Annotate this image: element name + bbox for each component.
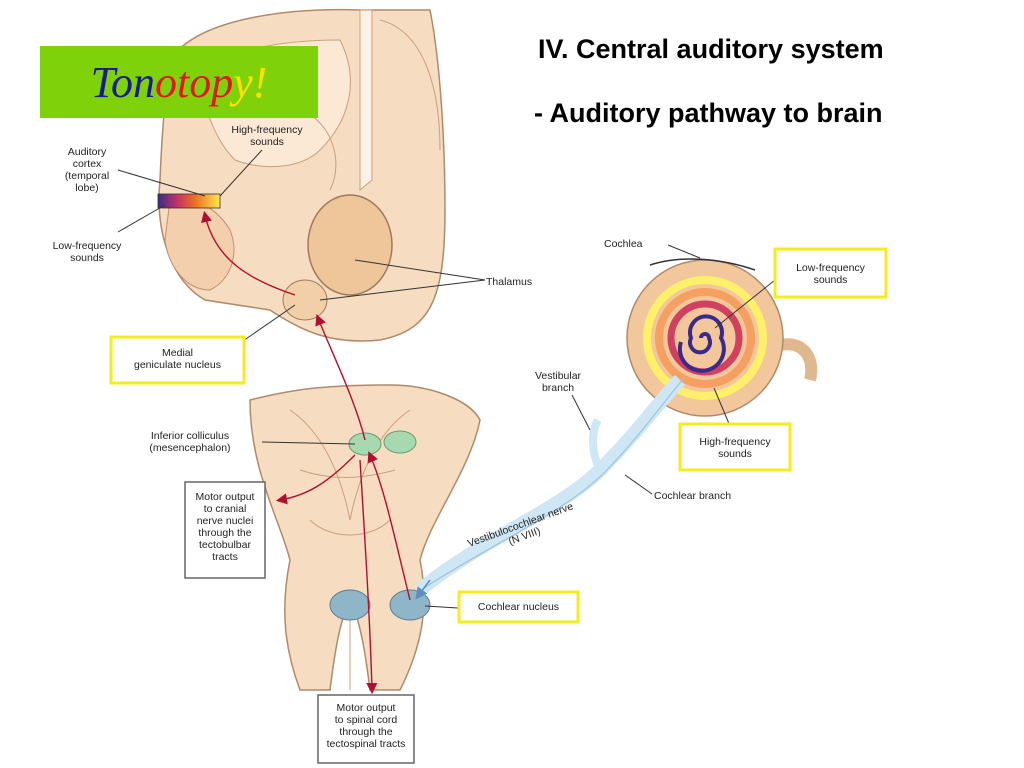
label-motor-cranial: Motor output to cranial nerve nuclei thr… [195, 491, 255, 563]
tono-part: o [155, 57, 177, 107]
box-high-freq-cochlea [678, 422, 792, 472]
cortex-tonotopic-band [157, 193, 221, 209]
box-motor-spinal [317, 694, 415, 764]
leader-lines [117, 149, 776, 609]
label-high-freq-cochlea: High-frequency sounds [699, 436, 771, 460]
label-medial-geniculate: Medial geniculate nucleus [134, 347, 221, 371]
tonotopy-banner: Tonotopy! [40, 46, 318, 118]
box-cochlear-nucleus [457, 590, 580, 624]
tono-part: ! [252, 57, 268, 107]
title-line-2: - Auditory pathway to brain [534, 98, 883, 128]
title-line-1: IV. Central auditory system [538, 34, 884, 64]
label-inferior-colliculus: Inferior colliculus (mesencephalon) [149, 430, 231, 454]
tono-part: Ton [90, 57, 155, 107]
tono-part: y [233, 57, 253, 107]
cochlea [626, 258, 818, 417]
label-cochlear-nucleus: Cochlear nucleus [477, 601, 560, 613]
label-low-freq-cochlea: Low-frequency sounds [796, 262, 865, 286]
label-motor-spinal: Motor output to spinal cord through the … [326, 702, 406, 750]
label-auditory-cortex: Auditory cortex (temporal lobe) [64, 146, 110, 194]
label-cochlea: Cochlea [604, 238, 643, 250]
thalamus [307, 194, 393, 296]
label-thalamus: Thalamus [486, 276, 533, 288]
box-medial-geniculate [109, 335, 246, 385]
box-low-freq-cochlea [773, 247, 888, 299]
label-cochlear-branch: Cochlear branch [654, 490, 732, 502]
label-high-freq-cortex: High-frequency sounds [231, 124, 303, 148]
box-motor-cranial [184, 481, 266, 579]
vestibulocochlear-nerve [415, 375, 685, 600]
label-low-freq-cortex: Low-frequency sounds [52, 240, 122, 264]
label-vestibular-branch: Vestibular branch [534, 370, 582, 394]
auditory-pathway-lines [201, 210, 411, 695]
tono-part: top [177, 57, 234, 107]
medial-geniculate [282, 279, 328, 321]
tonotopy-word: Tonotopy! [91, 57, 268, 108]
